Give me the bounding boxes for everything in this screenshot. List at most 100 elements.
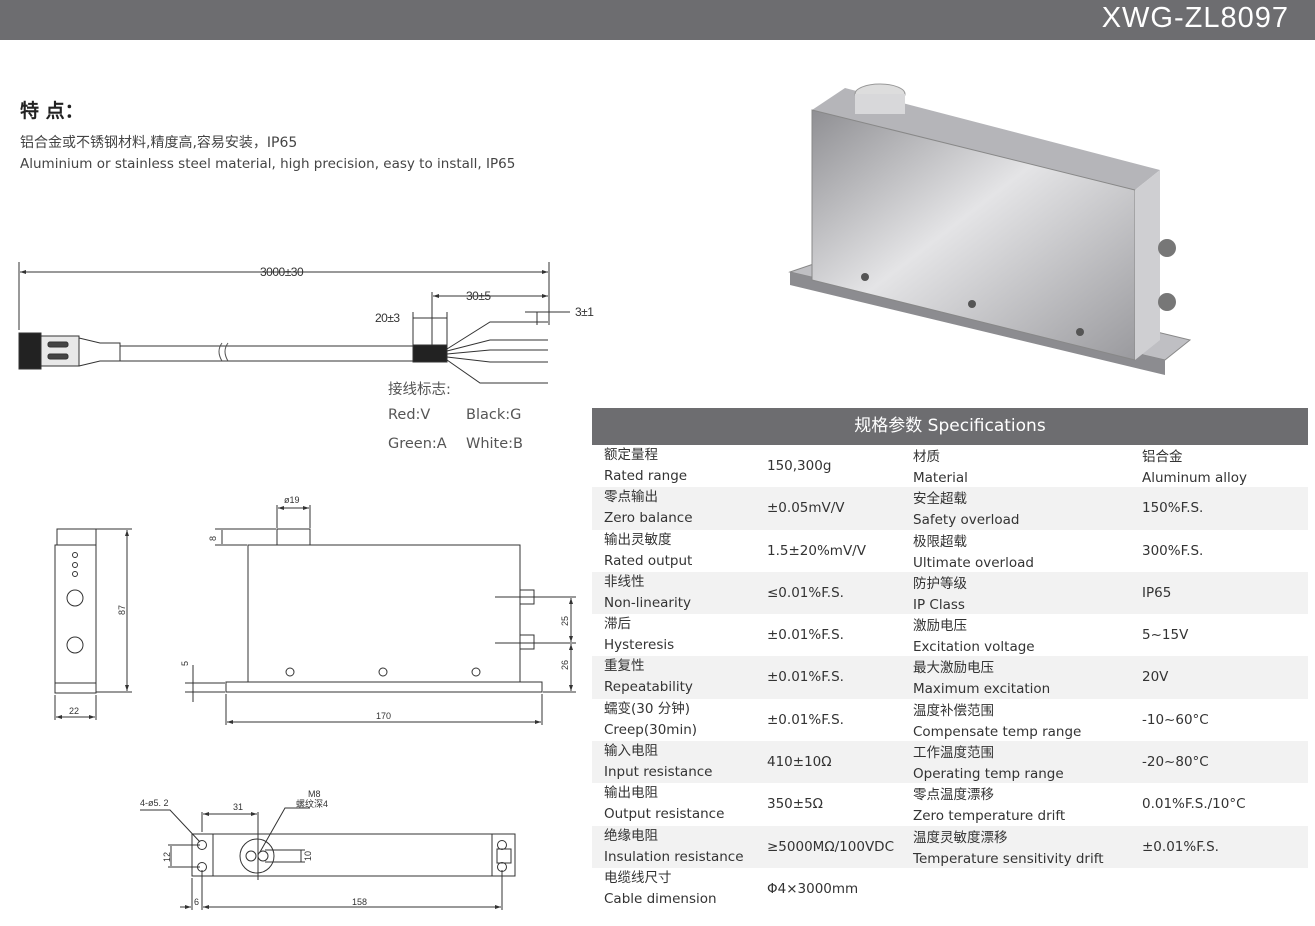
dim-length: 170 <box>376 711 391 721</box>
spec-name: 电缆线尺寸 Cable dimension <box>604 868 717 910</box>
spec-value-2: 5~15V <box>1142 627 1189 644</box>
dim-strip-length: 30±5 <box>466 289 491 303</box>
dim-total-length: 3000±30 <box>260 265 304 279</box>
spec-name-2-cn: 温度补偿范围 <box>913 702 994 719</box>
wire-white: White:B <box>466 436 523 452</box>
spec-name-en: Rated output <box>604 552 693 569</box>
spec-name-cn: 零点输出 <box>604 489 658 506</box>
spec-name-en: Rated range <box>604 468 688 484</box>
spec-value-2: 20V <box>1142 669 1169 686</box>
spec-value: 1.5±20%mV/V <box>767 542 866 559</box>
spec-name-2-cn: 温度灵敏度漂移 <box>913 829 1008 846</box>
specifications-title: 规格参数 Specifications <box>592 408 1308 445</box>
spec-value: ±0.01%F.S. <box>767 669 844 686</box>
features-text-cn: 铝合金或不锈钢材料,精度高,容易安装，IP65 <box>20 135 298 151</box>
spec-name-en: Non-linearity <box>604 594 692 611</box>
spec-name-2-cn: 零点温度漂移 <box>913 787 994 804</box>
spec-value-2: IP65 <box>1142 584 1172 601</box>
spec-name-2-en: Temperature sensitivity drift <box>913 850 1104 867</box>
spec-name-2: 材质 Material <box>913 447 968 489</box>
features-heading: 特 点： <box>20 100 84 122</box>
spec-value-2-en: Aluminum alloy <box>1142 470 1248 486</box>
spec-name-2-en: Material <box>913 470 968 486</box>
spec-name: 重复性 Repeatability <box>604 656 693 698</box>
spec-name-cn: 输出灵敏度 <box>604 531 672 548</box>
spec-name-2: 安全超载 Safety overload <box>913 489 1019 531</box>
model-title: XWG-ZL8097 <box>1101 2 1289 34</box>
spec-name-2-cn: 安全超载 <box>913 491 967 508</box>
spec-name-2-en: IP Class <box>913 596 965 613</box>
spec-name-en: Hysteresis <box>604 637 675 654</box>
spec-value-2: 150%F.S. <box>1142 500 1204 517</box>
spec-name-cn: 电缆线尺寸 <box>604 869 672 886</box>
spec-value-2: 0.01%F.S./10°C <box>1142 796 1246 813</box>
spec-value: 150,300g <box>767 458 832 474</box>
spec-name-cn: 蠕变(30 分钟) <box>604 700 691 717</box>
dim-mount-holes: 4-ø5. 2 <box>140 798 169 808</box>
dim-edge: 6 <box>194 897 199 907</box>
spec-value: ≤0.01%F.S. <box>767 584 844 601</box>
spec-name-2-en: Safety overload <box>913 512 1020 529</box>
spec-name-2-en: Compensate temp range <box>913 723 1082 740</box>
dim-offset: 31 <box>233 802 243 812</box>
spec-name-2-en: Maximum excitation <box>913 681 1051 698</box>
dim-boss-diameter: ø19 <box>284 495 300 505</box>
spec-name-cn: 重复性 <box>604 658 645 675</box>
dim-hole-span: 158 <box>352 897 367 907</box>
spec-name-2-cn: 工作温度范围 <box>913 745 994 762</box>
spec-value: ±0.01%F.S. <box>767 711 844 728</box>
spec-name-2-cn: 激励电压 <box>913 618 967 635</box>
spec-value-2: ±0.01%F.S. <box>1142 838 1219 855</box>
spec-row: 滞后 Hysteresis ±0.01%F.S. 激励电压 Excitation vo… <box>592 614 1308 656</box>
spec-value-2: -20~80°C <box>1142 754 1209 771</box>
wire-black: Black:G <box>466 407 522 423</box>
spec-value-2: 300%F.S. <box>1142 542 1204 559</box>
spec-name-2: 温度灵敏度漂移 Temperature sensitivity drift <box>913 828 1104 870</box>
spec-value: ±0.05mV/V <box>767 500 845 517</box>
spec-name-2-en: Excitation voltage <box>913 639 1035 656</box>
header-bar: XWG-ZL8097 <box>0 0 1315 40</box>
bottom-view-drawing <box>140 807 516 910</box>
spec-value: ±0.01%F.S. <box>767 627 844 644</box>
dim-connector-spacing: 25 <box>560 616 570 626</box>
spec-value: ≥5000MΩ/100VDC <box>767 838 895 855</box>
features-text-en: Aluminium or stainless steel material, h… <box>20 156 516 172</box>
dim-center-pitch: 10 <box>303 851 313 861</box>
dim-hole-pitch: 12 <box>162 852 172 862</box>
spec-name-cn: 绝缘电阻 <box>604 827 658 844</box>
spec-name-2: 激励电压 Excitation voltage <box>913 616 1035 658</box>
spec-name-cn: 滞后 <box>604 616 631 633</box>
dim-side-width: 22 <box>69 706 79 716</box>
spec-name: 滞后 Hysteresis <box>604 614 674 656</box>
spec-name-en: Repeatability <box>604 679 693 696</box>
dim-sleeve-length: 20±3 <box>375 311 400 325</box>
spec-name-en: Cable dimension <box>604 890 717 907</box>
dim-thread: M8 <box>308 789 321 799</box>
wire-red: Red:V <box>388 407 431 423</box>
spec-value-2: -10~60°C <box>1142 711 1209 728</box>
spec-name: 蠕变(30 分钟)Creep(30min) <box>604 699 697 741</box>
spec-name-2-cn: 材质 <box>913 449 940 465</box>
spec-name-2-en: Zero temperature drift <box>913 808 1066 825</box>
spec-name: 输出灵敏度 Rated output <box>604 530 692 572</box>
spec-name-2: 工作温度范围 Operating temp range <box>913 743 1064 785</box>
dim-base-height: 5 <box>180 661 190 666</box>
spec-name-2-en: Operating temp range <box>913 766 1064 783</box>
